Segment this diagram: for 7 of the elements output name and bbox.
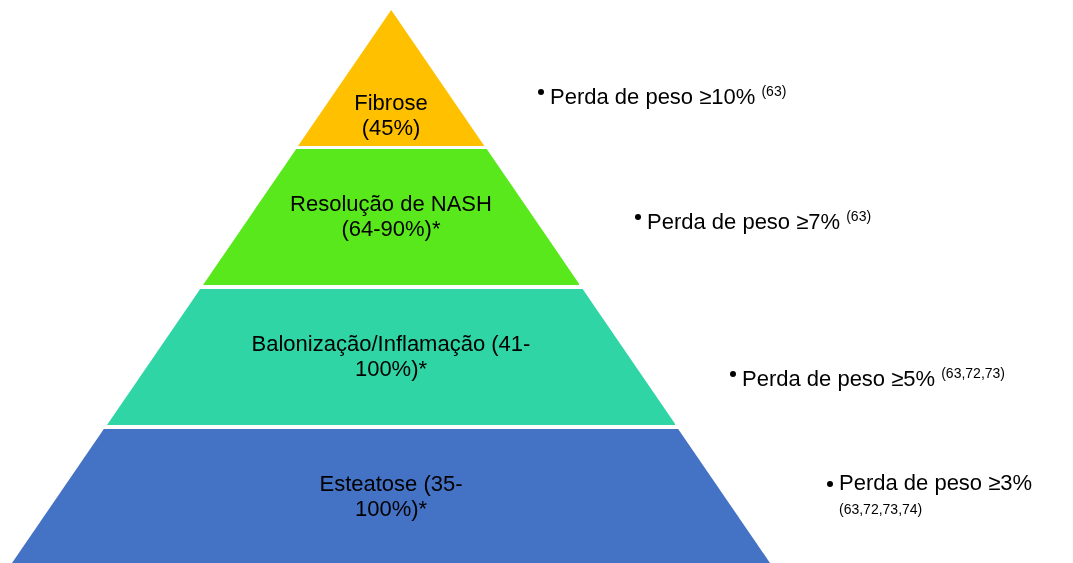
note-text: Perda de peso ≥10% $^{(63)}$ (550, 82, 787, 110)
note-text: Perda de peso ≥5% $^{(63,72,73)}$ (742, 364, 1006, 392)
note-text: Perda de peso ≥7% $^{(63)}$ (647, 207, 872, 235)
tier-label: Resolução de NASH (64-90%)* (289, 191, 493, 241)
tier-label: Balonização/Inflamação (41-100%)* (250, 331, 532, 381)
tier-label: Fibrose (45%) (353, 90, 429, 140)
tier-label: Esteatose (35-100%)* (318, 471, 464, 521)
